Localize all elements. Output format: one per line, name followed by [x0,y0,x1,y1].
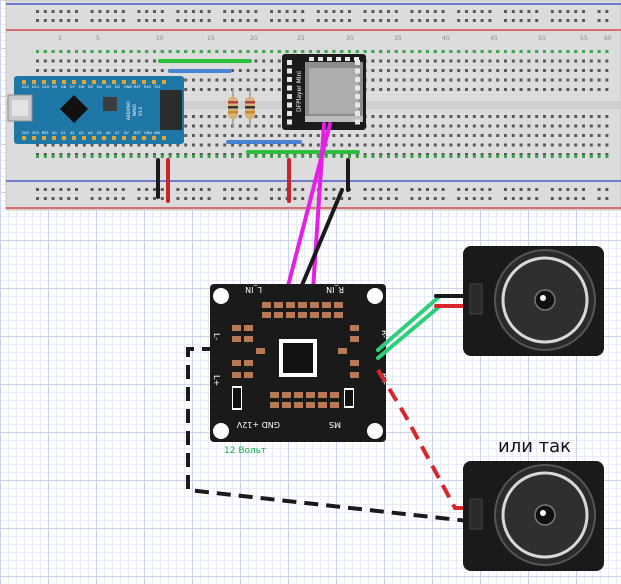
arduino-pin-label: D12 [22,85,29,89]
column-number: 60 [604,35,612,42]
arduino-pin-label: A6 [106,131,111,135]
r-minus-label: R- [380,330,389,338]
arduino-pin-label: D3 [106,85,111,89]
microcontroller-chip [60,95,88,123]
top-power-rail-holes [36,10,609,22]
bottom-power-rail-holes [36,188,609,200]
column-number: 35 [394,35,402,42]
breadboard-jumpers [156,59,360,203]
column-number: 25 [297,35,305,42]
arduino-pin-label: A4 [88,131,93,135]
l-in-label: L_IN [245,285,262,294]
l-plus-label: L+ [212,375,221,386]
arduino-pin-label: A3 [79,131,84,135]
dashed-black-wire [186,347,469,523]
arduino-board-text: V3.0 [138,106,143,116]
arduino-pin-label: GND [144,131,152,135]
resistor-1 [228,88,238,128]
column-number: 1 [58,35,62,42]
column-number: 20 [250,35,258,42]
power-label: GND +12V [236,420,280,429]
speaker-bottom [463,461,604,571]
arduino-pin-label: D9 [52,85,57,89]
arduino-pin-label: 5V [124,131,129,135]
arduino-pin-label: RST [134,85,142,89]
arduino-board-text: ARDUINO [126,101,131,120]
column-numbers: 1 5 10 15 20 25 30 35 40 45 50 55 60 [58,35,612,42]
arduino-pin-label: D2 [115,85,120,89]
arduino-nano: D12 D11 D10 D9 D8 D7 D6 D5 D4 D3 D2 GND … [7,76,184,144]
arduino-pin-label: D4 [97,85,103,89]
r-in-label: R_IN [326,285,344,294]
dashed-alt-wires [186,347,469,523]
arduino-pin-label: REF [42,131,49,135]
column-number: 55 [580,35,588,42]
l-minus-label: L- [212,333,221,340]
arduino-pin-label: D11 [32,85,39,89]
arduino-pin-label: D5 [88,85,93,89]
arduino-pin-label: RST [134,131,142,135]
arduino-pin-label: D6 [79,85,84,89]
voltage-note: 12 Вольт [224,446,266,456]
resistor-2 [245,88,255,128]
signal-wires [285,122,344,292]
arduino-pin-label: A1 [61,131,66,135]
alternative-caption: или так [498,436,571,457]
speaker-top [463,246,604,356]
dfplayer-label: DFPlayer Mini [296,71,303,112]
green-speaker-wires [376,294,470,360]
arduino-pin-label: D10 [42,85,49,89]
arduino-pin-label: A0 [52,131,57,135]
column-number: 40 [442,35,450,42]
arduino-pin-label: TX1 [153,85,161,89]
arduino-pin-label: A7 [115,131,120,135]
arduino-pin-label: A2 [70,131,75,135]
dashed-red-wire [376,368,468,510]
amplifier-board: L_IN R_IN L- L+ R- R+ GND +12V MS [210,284,389,442]
column-number: 5 [96,35,100,42]
arduino-board-text: NANO [132,104,137,116]
column-number: 10 [156,35,164,42]
arduino-pin-label: D7 [70,85,75,89]
arduino-pin-label: RX0 [144,85,151,89]
black-wire-gnd [298,188,344,292]
arduino-pin-label: D8 [61,85,66,89]
column-number: 15 [207,35,215,42]
column-number: 50 [538,35,546,42]
breadboard: 1 5 10 15 20 25 30 35 40 45 50 55 60 [5,0,621,211]
arduino-pin-label: 3V3 [32,131,39,135]
arduino-pin-label: D13 [22,131,29,135]
column-number: 45 [490,35,498,42]
ms-label: MS [329,420,341,429]
magenta-wire-right [311,122,326,292]
dfplayer-mini: DFPlayer Mini [282,54,366,130]
arduino-pin-label: GND [124,85,132,89]
arduino-pin-label: VIN [154,131,160,135]
arduino-pin-label: A5 [97,131,102,135]
column-number: 30 [346,35,354,42]
